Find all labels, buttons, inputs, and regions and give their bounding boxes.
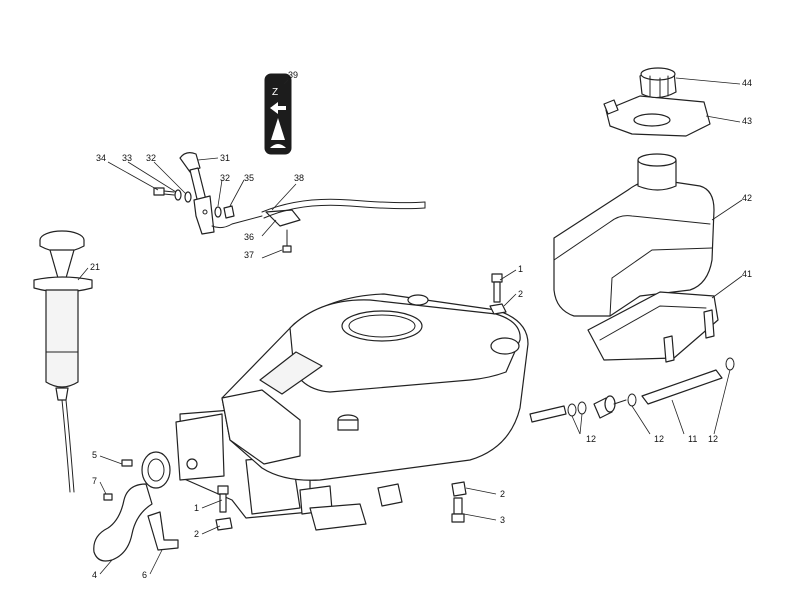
callout-12-c: 12 [708, 434, 718, 444]
callout-labels: 1 2 1 2 2 3 4 5 6 7 11 12 12 12 21 31 32… [90, 70, 752, 580]
nut-upper [489, 303, 507, 315]
callout-31: 31 [220, 153, 230, 163]
throttle-cable [261, 198, 426, 219]
leader-lines [77, 77, 743, 575]
callout-35: 35 [244, 173, 254, 183]
callout-11: 11 [688, 434, 697, 444]
svg-text:Z: Z [272, 87, 278, 98]
callout-12-a: 12 [586, 434, 596, 444]
callout-32-mid: 32 [220, 173, 230, 183]
callout-1-upper: 1 [518, 264, 523, 274]
callout-34: 34 [96, 153, 106, 163]
callout-1-lower: 1 [194, 503, 199, 513]
nut-lower-left [215, 517, 233, 531]
callout-33: 33 [122, 153, 132, 163]
callout-36: 36 [244, 232, 254, 242]
fuel-cap [639, 67, 677, 99]
callout-21: 21 [90, 262, 100, 272]
callout-38: 38 [294, 173, 304, 183]
callout-2-lower-right: 2 [500, 489, 505, 499]
callout-2-lower-left: 2 [194, 529, 199, 539]
callout-43: 43 [742, 116, 752, 126]
bolt-upper [491, 273, 503, 303]
callout-6: 6 [142, 570, 147, 580]
engine-block [175, 293, 529, 531]
throttle-decal: Z [264, 73, 292, 155]
callout-42: 42 [742, 193, 752, 203]
callout-37: 37 [244, 250, 254, 260]
callout-41: 41 [742, 269, 752, 279]
fuel-tank [553, 153, 715, 317]
callout-4: 4 [92, 570, 97, 580]
fuel-tank-support [587, 291, 719, 363]
callout-7: 7 [92, 476, 97, 486]
nut-lower-right [451, 481, 467, 497]
bolt-lower-left [217, 485, 229, 513]
bolt-lower-right [451, 497, 465, 523]
callout-3: 3 [500, 515, 505, 525]
callout-39: 39 [288, 70, 298, 80]
exhaust-pipe [93, 451, 179, 562]
callout-44: 44 [742, 78, 752, 88]
oil-extraction-pump [33, 230, 93, 493]
callout-2-upper: 2 [518, 289, 523, 299]
throttle-lever-assembly [153, 152, 301, 253]
fuel-tank-bracket [603, 95, 711, 137]
fuel-line [529, 357, 735, 423]
callout-12-b: 12 [654, 434, 664, 444]
callout-5: 5 [92, 450, 97, 460]
callout-32-top: 32 [146, 153, 156, 163]
